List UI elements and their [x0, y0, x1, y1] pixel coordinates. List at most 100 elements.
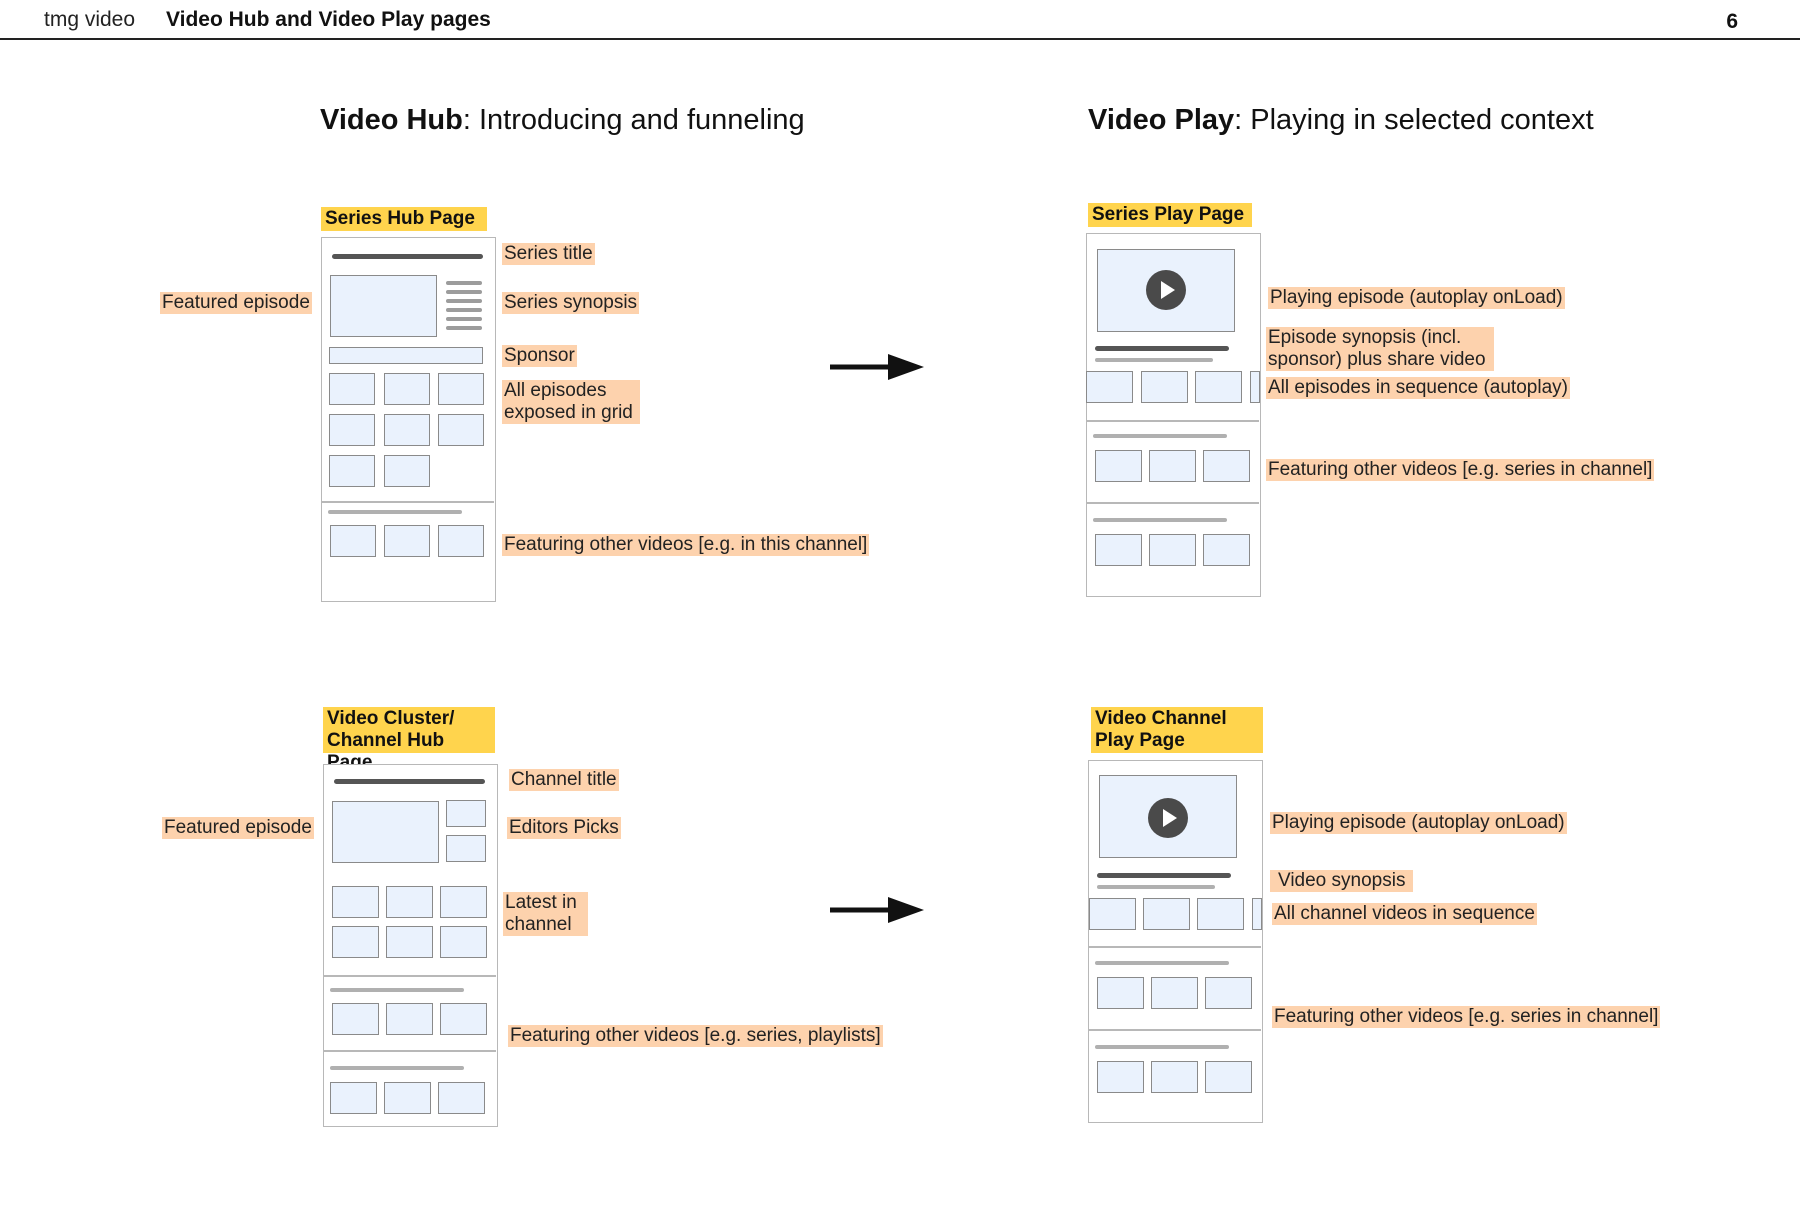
synopsis-line [446, 317, 482, 321]
label-line: Video Cluster/ [327, 708, 455, 729]
hub-section-title: Video Hub: Introducing and funneling [320, 104, 805, 137]
synopsis-line [446, 299, 482, 303]
page-number: 6 [1726, 10, 1738, 33]
sponsor-box [329, 347, 483, 364]
series-play-wireframe [1086, 233, 1261, 597]
note-channel-title: Channel title [509, 769, 619, 791]
section-heading-line [1093, 434, 1227, 438]
note-channel-sequence: All channel videos in sequence [1272, 903, 1537, 925]
episode-thumb [329, 373, 375, 405]
play-icon [1146, 270, 1186, 310]
other-video-thumb [1205, 977, 1252, 1009]
sequence-thumb [1086, 371, 1133, 403]
synopsis-line [446, 290, 482, 294]
section-divider [324, 1050, 496, 1052]
note-series-title: Series title [502, 243, 595, 265]
section-heading-line [328, 510, 462, 514]
note-featuring-other: Featuring other videos [e.g. series in c… [1272, 1006, 1661, 1028]
latest-thumb [332, 886, 379, 918]
label-line: Video Channel [1095, 708, 1227, 729]
note-video-synopsis: Video synopsis [1270, 870, 1414, 892]
other-video-thumb [386, 1003, 433, 1035]
note-playing-episode: Playing episode (autoplay onLoad) [1268, 287, 1565, 309]
sequence-thumb [1250, 371, 1260, 403]
section-divider [1089, 946, 1261, 948]
series-hub-wireframe [321, 237, 496, 602]
episode-thumb [329, 414, 375, 446]
other-video-thumb [1097, 977, 1144, 1009]
arrow-right-icon [830, 354, 924, 380]
note-playing-episode: Playing episode (autoplay onLoad) [1270, 812, 1567, 834]
latest-thumb [386, 886, 433, 918]
note-featured-episode: Featured episode [160, 292, 312, 314]
video-title-bar [1097, 873, 1231, 878]
episode-thumb [438, 414, 484, 446]
section-divider [324, 975, 496, 977]
other-video-thumb [1149, 450, 1196, 482]
header-rule [0, 38, 1800, 40]
section-heading-line [1095, 1045, 1229, 1049]
play-title-bold: Video Play [1088, 104, 1235, 136]
note-series-synopsis: Series synopsis [502, 292, 640, 314]
sequence-thumb [1143, 898, 1190, 930]
note-featuring-other: Featuring other videos [e.g. series, pla… [508, 1025, 883, 1047]
section-heading-line [330, 1066, 464, 1070]
other-video-thumb [1203, 534, 1250, 566]
latest-thumb [386, 926, 433, 958]
note-line: Latest in [505, 892, 577, 913]
play-icon [1148, 798, 1188, 838]
other-video-thumb [1203, 450, 1250, 482]
label-line: Play Page [1095, 730, 1185, 751]
section-divider [1089, 1029, 1261, 1031]
note-sponsor: Sponsor [502, 345, 577, 367]
episode-thumb [384, 455, 430, 487]
other-video-thumb [1095, 450, 1142, 482]
sequence-thumb [1197, 898, 1244, 930]
note-featured-episode: Featured episode [162, 817, 314, 839]
other-video-thumb [330, 525, 376, 557]
arrow-right-icon [830, 897, 924, 923]
other-video-thumb [384, 1082, 431, 1114]
episode-title-bar [1095, 346, 1229, 351]
synopsis-line [1097, 885, 1215, 889]
latest-thumb [332, 926, 379, 958]
note-featuring-other: Featuring other videos [e.g. in this cha… [502, 534, 870, 556]
note-editors-picks: Editors Picks [507, 817, 621, 839]
synopsis-line [1095, 358, 1213, 362]
section-heading-line [330, 988, 464, 992]
editors-pick-thumb [446, 835, 486, 862]
channel-play-wireframe [1088, 760, 1263, 1123]
note-line: exposed in grid [504, 402, 633, 423]
other-video-thumb [384, 525, 430, 557]
section-divider [1087, 502, 1259, 504]
note-line: All episodes [504, 380, 607, 401]
hub-title-bold: Video Hub [320, 104, 463, 136]
section-divider [322, 501, 494, 503]
section-divider [1087, 420, 1259, 422]
synopsis-line [446, 326, 482, 330]
series-play-label: Series Play Page [1088, 203, 1252, 227]
title-bar [334, 779, 485, 784]
channel-hub-wireframe [323, 764, 498, 1127]
other-video-thumb [1097, 1061, 1144, 1093]
other-video-thumb [438, 525, 484, 557]
episode-thumb [438, 373, 484, 405]
episode-thumb [384, 373, 430, 405]
section-heading-line [1095, 961, 1229, 965]
page-title: Video Hub and Video Play pages [166, 8, 491, 31]
latest-thumb [440, 886, 487, 918]
other-video-thumb [438, 1082, 485, 1114]
other-video-thumb [1149, 534, 1196, 566]
sequence-thumb [1195, 371, 1242, 403]
editors-pick-thumb [446, 800, 486, 827]
series-hub-label: Series Hub Page [321, 207, 487, 231]
other-video-thumb [1151, 1061, 1198, 1093]
latest-thumb [440, 926, 487, 958]
note-line: Episode synopsis (incl. [1268, 327, 1462, 348]
brand-name: tmg video [44, 8, 136, 31]
featured-episode-thumb [330, 275, 437, 337]
note-episodes-sequence: All episodes in sequence (autoplay) [1266, 377, 1570, 399]
